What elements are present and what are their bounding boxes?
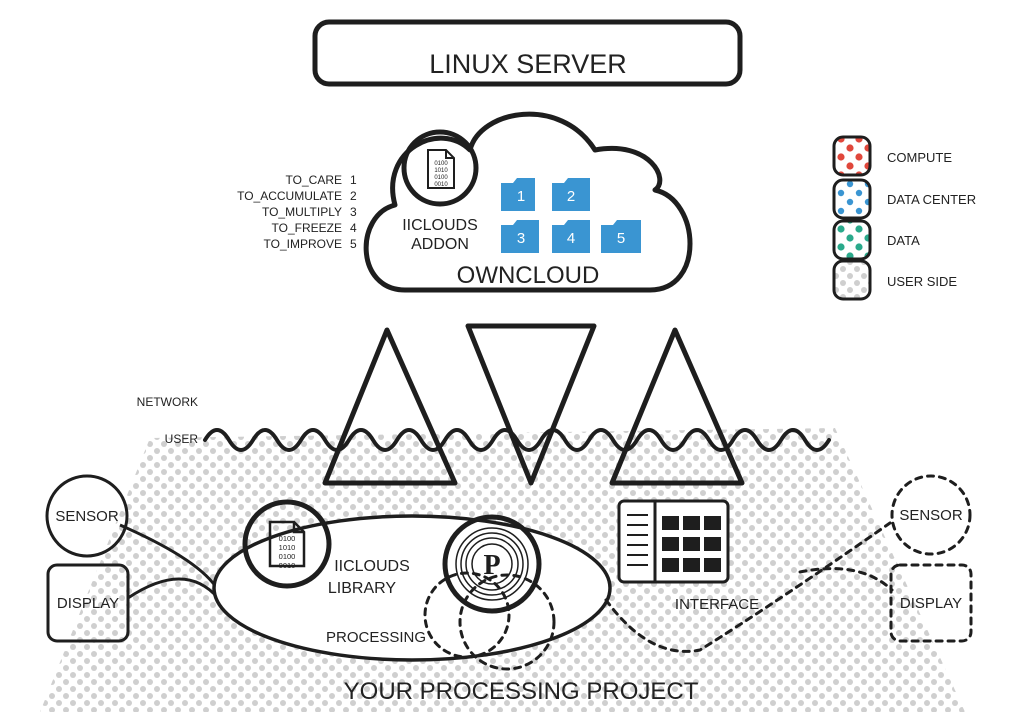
network-label: NETWORK bbox=[137, 395, 198, 409]
svg-text:0100: 0100 bbox=[434, 161, 448, 167]
action-label: TO_CARE bbox=[286, 173, 342, 187]
addon-label-line2: ADDON bbox=[411, 236, 469, 253]
legend-swatch-data bbox=[832, 219, 872, 261]
sensor-right-connector bbox=[604, 521, 892, 653]
actions-list: TO_CARE 1 TO_ACCUMULATE 2 TO_MULTIPLY 3 … bbox=[237, 173, 357, 251]
processing-dashed-circle-right bbox=[458, 573, 556, 671]
legend-label: DATA CENTER bbox=[887, 192, 976, 207]
server-title: LINUX SERVER bbox=[429, 49, 627, 79]
legend-label: COMPUTE bbox=[887, 150, 952, 165]
svg-text:0010: 0010 bbox=[434, 182, 448, 188]
user-label: USER bbox=[165, 432, 199, 446]
owncloud-cloud: 1 2 3 4 5 0100 1010 0100 0010 IICLOUDS bbox=[363, 111, 693, 293]
svg-text:0100: 0100 bbox=[279, 534, 296, 543]
display-left-node bbox=[46, 563, 130, 643]
processing-logo-icon: P bbox=[442, 514, 542, 614]
legend-swatch-compute bbox=[832, 135, 872, 177]
processing-label: PROCESSING bbox=[326, 629, 426, 646]
action-label: TO_ACCUMULATE bbox=[237, 189, 342, 203]
action-num: 5 bbox=[350, 237, 357, 251]
legend-label: DATA bbox=[887, 233, 920, 248]
svg-text:0100: 0100 bbox=[279, 552, 296, 561]
interface-window-icon bbox=[617, 499, 730, 584]
action-label: TO_MULTIPLY bbox=[262, 205, 342, 219]
library-label-line2: LIBRARY bbox=[328, 580, 397, 597]
library-label-line1: IICLOUDS bbox=[334, 558, 410, 575]
action-label: TO_IMPROVE bbox=[264, 237, 342, 251]
sensor-right-label: SENSOR bbox=[899, 507, 963, 524]
svg-text:P: P bbox=[483, 550, 500, 581]
svg-text:1010: 1010 bbox=[279, 543, 296, 552]
folder-5-icon: 5 bbox=[601, 220, 641, 253]
legend-swatch-datacenter bbox=[832, 178, 872, 220]
legend: COMPUTE DATA CENTER DATA USER SIDE bbox=[832, 135, 976, 301]
project-title: YOUR PROCESSING PROJECT bbox=[344, 678, 699, 705]
svg-text:1: 1 bbox=[517, 188, 525, 205]
data-triangle-left bbox=[322, 327, 458, 486]
action-num: 2 bbox=[350, 189, 357, 203]
action-num: 4 bbox=[350, 221, 357, 235]
sensor-right-node bbox=[890, 474, 972, 556]
svg-text:2: 2 bbox=[567, 188, 575, 205]
folder-3-icon: 3 bbox=[501, 220, 539, 253]
display-connector bbox=[127, 577, 220, 600]
folder-1-icon: 1 bbox=[501, 178, 535, 211]
addon-file-icon: 0100 1010 0100 0010 bbox=[401, 129, 479, 207]
legend-label: USER SIDE bbox=[887, 274, 957, 289]
svg-text:3: 3 bbox=[517, 230, 525, 247]
svg-text:1010: 1010 bbox=[434, 168, 448, 174]
addon-label-line1: IICLOUDS bbox=[402, 217, 478, 234]
svg-text:5: 5 bbox=[617, 230, 625, 247]
display-right-connector bbox=[798, 567, 894, 592]
library-file-icon: 0100 1010 0100 0010 bbox=[242, 499, 332, 589]
svg-text:0010: 0010 bbox=[279, 561, 296, 570]
network-user-boundary bbox=[203, 428, 831, 452]
linux-server-box: LINUX SERVER bbox=[312, 19, 743, 87]
sensor-left-label: SENSOR bbox=[55, 508, 119, 525]
interface-label: INTERFACE bbox=[675, 596, 759, 613]
legend-swatch-userside bbox=[832, 259, 872, 301]
folder-2-icon: 2 bbox=[552, 178, 590, 211]
folder-4-icon: 4 bbox=[552, 220, 590, 253]
data-triangle-right bbox=[609, 327, 745, 486]
action-label: TO_FREEZE bbox=[272, 221, 342, 235]
display-right-node bbox=[889, 563, 973, 643]
processing-project-ellipse bbox=[212, 514, 612, 662]
svg-text:0100: 0100 bbox=[434, 175, 448, 181]
action-num: 3 bbox=[350, 205, 357, 219]
compute-triangle bbox=[465, 323, 597, 486]
display-left-label: DISPLAY bbox=[57, 595, 119, 612]
display-right-label: DISPLAY bbox=[900, 595, 962, 612]
svg-text:4: 4 bbox=[567, 230, 575, 247]
action-num: 1 bbox=[350, 173, 357, 187]
sensor-left-node bbox=[45, 474, 129, 558]
owncloud-label: OWNCLOUD bbox=[457, 262, 600, 289]
